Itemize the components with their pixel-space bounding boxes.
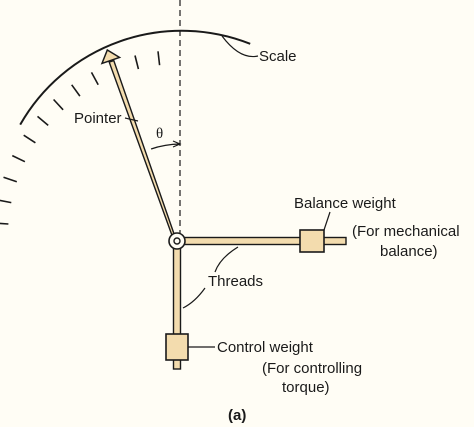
balance-weight-leader <box>323 211 331 231</box>
control-weight-note-line1: (For controlling <box>262 360 362 377</box>
control-weight-label: Control weight <box>217 339 314 356</box>
theta-arrow-head <box>172 140 182 148</box>
scale-tick <box>36 115 49 127</box>
scale-tick <box>11 154 26 163</box>
pointer-needle <box>108 59 178 242</box>
pivot-inner <box>173 237 181 245</box>
scale-tick <box>53 98 64 111</box>
scale-tick <box>90 72 99 86</box>
threads-leader-control-arm <box>182 287 206 309</box>
pointer-arrow-head <box>100 48 122 65</box>
threads-label: Threads <box>208 273 263 290</box>
scale-tick <box>134 55 140 70</box>
scale-leader <box>221 35 259 58</box>
threads-leader-balance-arm <box>214 246 239 273</box>
balance-weight-block <box>299 229 325 253</box>
theta-label: θ <box>156 126 163 142</box>
scale-tick <box>157 51 161 66</box>
control-weight-block <box>165 333 189 361</box>
figure-caption: (a) <box>228 407 246 424</box>
pointer-label: Pointer <box>74 110 122 127</box>
scale-tick <box>0 222 9 225</box>
scale-ticks <box>0 51 161 225</box>
balance-weight-label: Balance weight <box>294 195 397 212</box>
scale-tick <box>0 199 12 204</box>
scale-label: Scale <box>259 48 297 65</box>
balance-weight-note-line2: balance) <box>380 243 438 260</box>
control-weight-note-line2: torque) <box>282 379 330 396</box>
scale-tick <box>23 134 36 144</box>
scale-tick <box>71 84 81 97</box>
scale-arc <box>19 29 251 126</box>
scale-tick <box>3 176 18 183</box>
balance-weight-note-line1: (For mechanical <box>352 223 460 240</box>
pointer-leader <box>124 117 139 122</box>
